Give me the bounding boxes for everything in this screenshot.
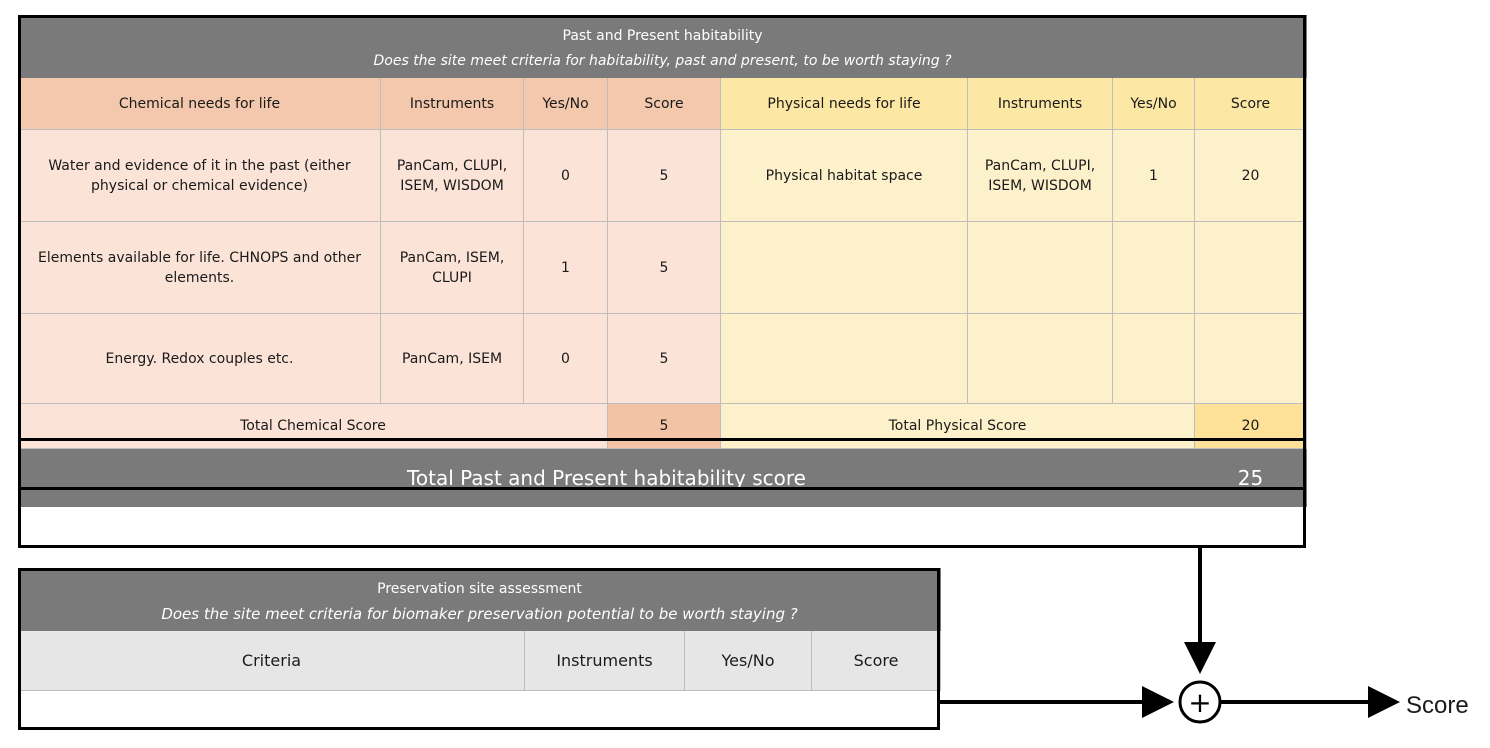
preservation-title: Preservation site assessment — [17, 568, 942, 602]
header-physical-instruments: Instruments — [967, 77, 1113, 130]
habitability-subtitle: Does the site meet criteria for habitabi… — [17, 48, 1308, 78]
chemical-score: 5 — [607, 313, 721, 404]
physical-score: 20 — [1193, 129, 1308, 222]
header-chemical-needs: Chemical needs for life — [18, 77, 381, 130]
output-score-label: Score — [1406, 692, 1469, 719]
total-chemical-label: Total Chemical Score — [18, 403, 608, 449]
chemical-instruments: PanCam, ISEM, CLUPI — [380, 221, 524, 314]
physical-need — [720, 313, 968, 404]
chemical-yesno: 0 — [523, 129, 608, 222]
preservation-table: Preservation site assessment Does the si… — [17, 568, 942, 691]
physical-score — [1193, 313, 1308, 404]
total-physical-label: Total Physical Score — [720, 403, 1195, 449]
header-chemical-instruments: Instruments — [380, 77, 524, 130]
physical-yesno — [1112, 313, 1195, 404]
chemical-yesno: 0 — [523, 313, 608, 404]
habitability-table: Past and Present habitability Does the s… — [17, 15, 1308, 507]
header-chemical-yesno: Yes/No — [523, 77, 608, 130]
physical-score — [1193, 221, 1308, 314]
header-yesno: Yes/No — [684, 630, 812, 691]
total-physical-value: 20 — [1193, 403, 1308, 449]
chemical-instruments: PanCam, CLUPI, ISEM, WISDOM — [380, 129, 524, 222]
sum-circle — [1178, 680, 1222, 724]
physical-instruments — [967, 221, 1113, 314]
total-habitability-label: Total Past and Present habitability scor… — [18, 448, 1195, 507]
preservation-subtitle: Does the site meet criteria for biomaker… — [17, 601, 942, 631]
chemical-score: 5 — [607, 129, 721, 222]
total-chemical-value: 5 — [607, 403, 721, 449]
table-row: Water and evidence of it in the past (ei… — [18, 129, 1308, 222]
physical-yesno — [1112, 221, 1195, 314]
header-instruments: Instruments — [524, 630, 685, 691]
chemical-instruments: PanCam, ISEM — [380, 313, 524, 404]
header-physical-score: Score — [1193, 77, 1308, 130]
chemical-need: Water and evidence of it in the past (ei… — [18, 129, 381, 222]
physical-instruments: PanCam, CLUPI, ISEM, WISDOM — [967, 129, 1113, 222]
table-row: Elements available for life. CHNOPS and … — [18, 221, 1308, 314]
total-habitability-value: 25 — [1193, 448, 1308, 507]
chemical-yesno: 1 — [523, 221, 608, 314]
chemical-need: Energy. Redox couples etc. — [18, 313, 381, 404]
header-chemical-score: Score — [607, 77, 721, 130]
grand-total-row: Total Past and Present habitability scor… — [18, 448, 1308, 507]
table-row: Energy. Redox couples etc. PanCam, ISEM … — [18, 313, 1308, 404]
header-score: Score — [810, 630, 942, 691]
subtotal-row: Total Chemical Score 5 Total Physical Sc… — [18, 403, 1308, 449]
header-physical-needs: Physical needs for life — [720, 77, 968, 130]
chemical-need: Elements available for life. CHNOPS and … — [18, 221, 381, 314]
physical-yesno: 1 — [1112, 129, 1195, 222]
habitability-title: Past and Present habitability — [17, 15, 1308, 49]
physical-instruments — [967, 313, 1113, 404]
chemical-score: 5 — [607, 221, 721, 314]
header-physical-yesno: Yes/No — [1112, 77, 1195, 130]
sum-symbol: + — [1188, 686, 1211, 719]
physical-need: Physical habitat space — [720, 129, 968, 222]
physical-need — [720, 221, 968, 314]
header-criteria: Criteria — [18, 630, 525, 691]
